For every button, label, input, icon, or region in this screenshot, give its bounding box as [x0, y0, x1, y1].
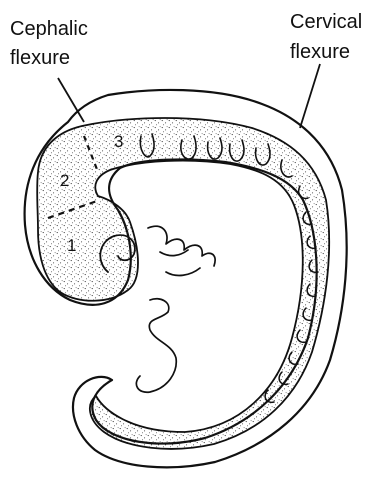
region-3-label: 3	[114, 133, 123, 151]
cephalic-flexure-label-line2: flexure	[10, 48, 70, 69]
cephalic-flexure-label-line1: Cephalic	[10, 19, 88, 40]
pharyngeal-contour	[136, 226, 215, 392]
region-2-label: 2	[60, 172, 69, 190]
cervical-flexure-label-line1: Cervical	[290, 12, 362, 33]
neural-tube	[37, 118, 329, 449]
cervical-leader-line	[300, 64, 320, 128]
cervical-flexure-label-line2: flexure	[290, 42, 350, 63]
region-1-label: 1	[67, 237, 76, 255]
cephalic-leader-line	[58, 78, 84, 122]
